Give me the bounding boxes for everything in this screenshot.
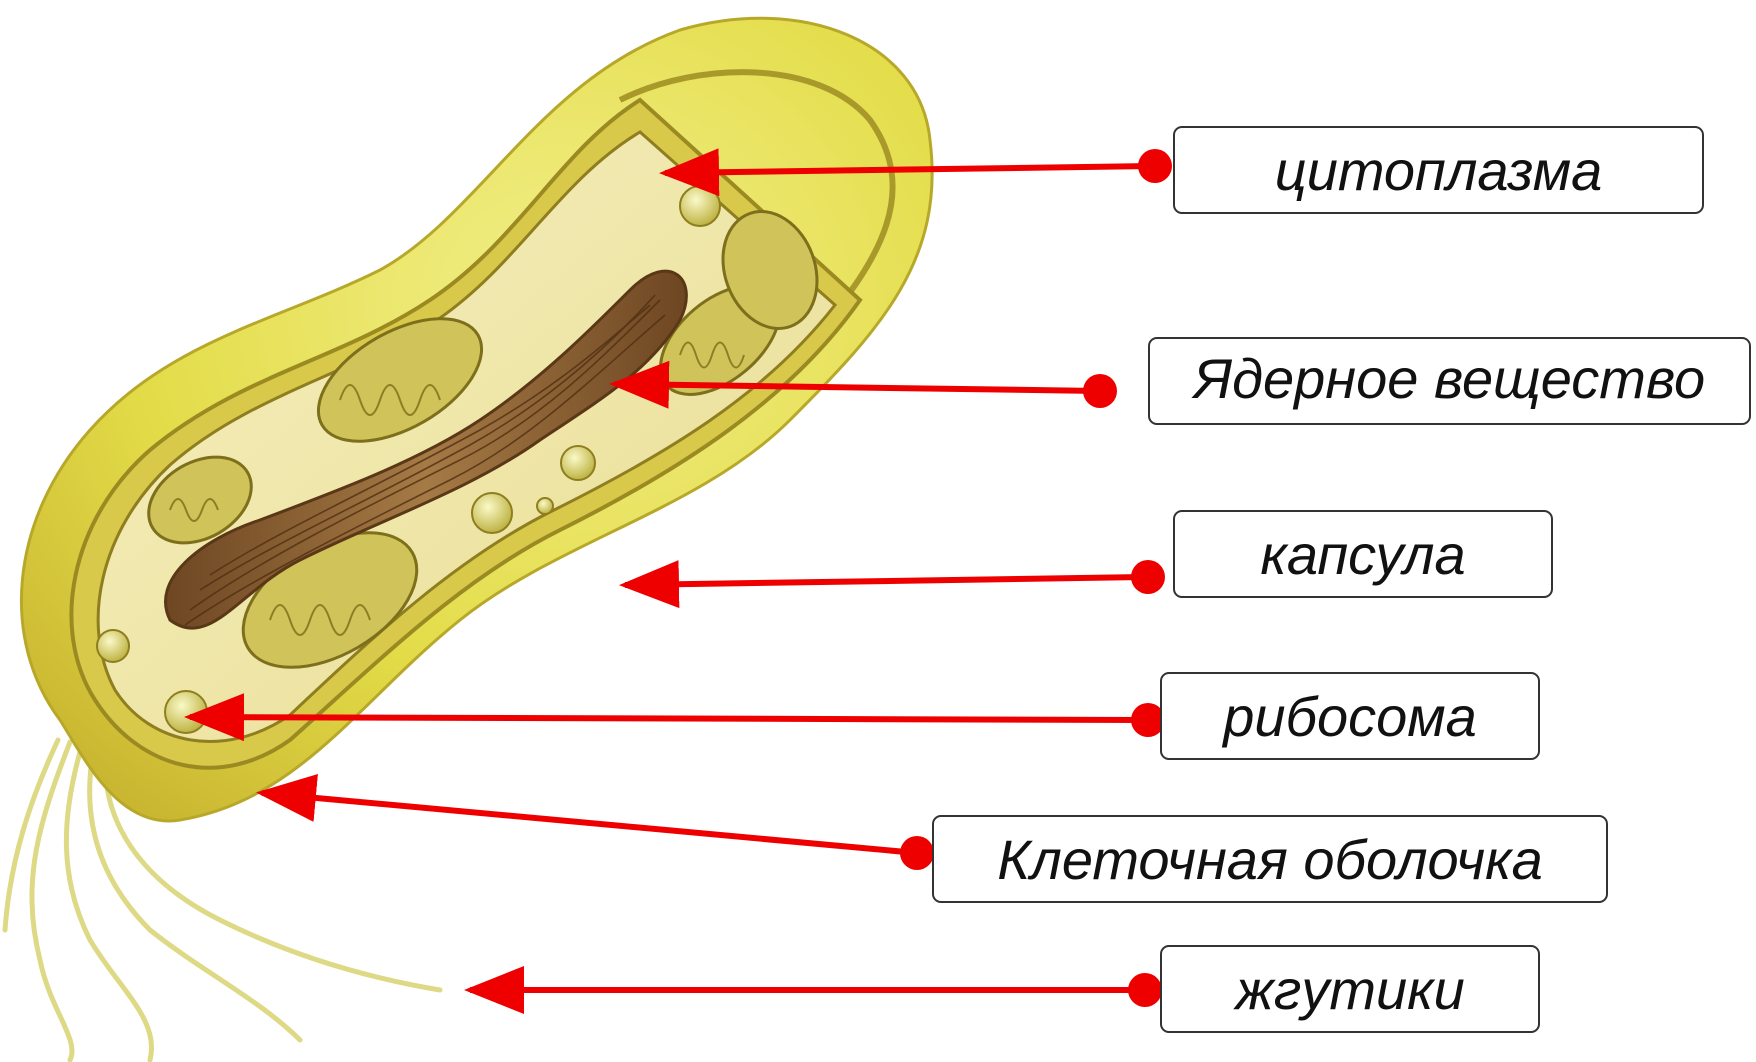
label-cell-wall-text: Клеточная оболочка — [997, 827, 1543, 892]
label-cytoplasm: цитоплазма — [1173, 126, 1704, 214]
label-ribosome-text: рибосома — [1223, 684, 1477, 749]
label-flagella: жгутики — [1160, 945, 1540, 1033]
label-nucleoid: Ядерное вещество — [1148, 337, 1751, 425]
label-cytoplasm-text: цитоплазма — [1275, 138, 1603, 203]
label-cell-wall: Клеточная оболочка — [932, 815, 1608, 903]
label-capsule: капсула — [1173, 510, 1553, 598]
label-ribosome: рибосома — [1160, 672, 1540, 760]
label-nucleoid-text: Ядерное вещество — [1194, 350, 1705, 408]
label-flagella-text: жгутики — [1235, 957, 1465, 1022]
label-capsule-text: капсула — [1260, 522, 1465, 587]
